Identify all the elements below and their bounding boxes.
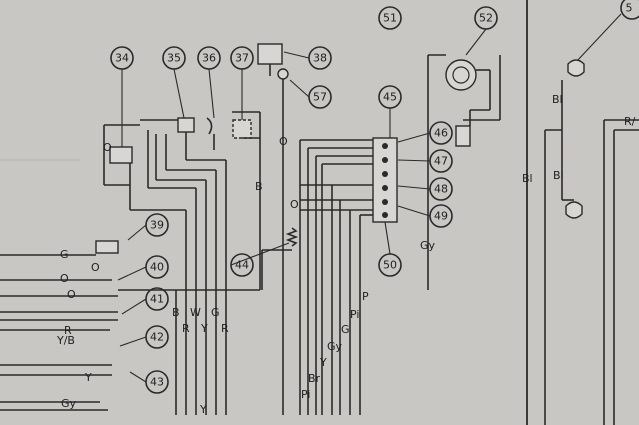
callout-57: 57 (308, 85, 332, 109)
svg-text:40: 40 (150, 261, 164, 274)
svg-text:36: 36 (202, 52, 216, 65)
callout-51: 51 (378, 6, 402, 30)
svg-text:49: 49 (434, 210, 448, 223)
label-o-57: O (279, 135, 288, 148)
label-g: G (341, 323, 350, 336)
callout-40: 40 (145, 255, 169, 279)
label-o-40b: O (67, 288, 76, 301)
callout-43: 43 (145, 370, 169, 394)
svg-text:48: 48 (434, 183, 448, 196)
label-r-41: R (64, 324, 72, 337)
label-g-39: G (60, 248, 69, 261)
label-g-col: G (211, 306, 220, 319)
label-pi: Pi (350, 308, 359, 321)
label-r-slash: R/ (624, 115, 636, 128)
svg-text:57: 57 (313, 91, 327, 104)
callout-49: 49 (429, 204, 453, 228)
label-bl-b: Bl (522, 172, 533, 185)
label-o-mid: O (290, 198, 299, 211)
label-gy-right: Gy (420, 239, 436, 252)
svg-text:39: 39 (150, 219, 164, 232)
callout-52: 52 (474, 6, 498, 30)
svg-text:42: 42 (150, 331, 164, 344)
label-b-37: B (255, 180, 263, 193)
callout-39: 39 (145, 213, 169, 237)
svg-text:45: 45 (383, 91, 397, 104)
svg-text:52: 52 (479, 12, 493, 25)
label-br: Br (308, 372, 321, 385)
component-39-connector (95, 240, 119, 254)
callout-48: 48 (429, 177, 453, 201)
label-y-42: Y (84, 371, 92, 384)
wire-network (0, 54, 639, 425)
label-gy-43: Gy (61, 397, 77, 410)
callout-34: 34 (110, 46, 134, 70)
component-52-gauge-inner (452, 66, 470, 84)
callout-38: 38 (308, 46, 332, 70)
label-y-bottom: Y (199, 403, 207, 416)
callout-37: 37 (230, 46, 254, 70)
svg-text:38: 38 (313, 52, 327, 65)
component-38-block (257, 43, 283, 65)
label-p: P (362, 290, 369, 303)
callout-36: 36 (197, 46, 221, 70)
label-y: Y (319, 356, 327, 369)
connector-pins (382, 143, 388, 218)
wire-labels: O B O O Bl Bl Bl R/ G O O O R Y/B Y Gy G… (56, 93, 636, 416)
callout-46: 46 (429, 121, 453, 145)
component-lamp-top (567, 59, 585, 77)
svg-text:5: 5 (626, 2, 633, 15)
component-36-contact (206, 117, 213, 135)
svg-text:47: 47 (434, 155, 448, 168)
label-pi2: Pi (301, 388, 310, 401)
component-lamp-bottom (565, 201, 583, 219)
svg-text:35: 35 (167, 52, 181, 65)
svg-text:46: 46 (434, 127, 448, 140)
label-o-39: O (91, 261, 100, 274)
callout-42: 42 (145, 325, 169, 349)
svg-text:41: 41 (150, 293, 164, 306)
callout-47: 47 (429, 149, 453, 173)
label-yb-42: Y/B (56, 334, 75, 347)
callout-45: 45 (378, 85, 402, 109)
callout-35: 35 (162, 46, 186, 70)
label-w-col: W (190, 306, 201, 319)
svg-text:50: 50 (383, 259, 397, 272)
svg-text:43: 43 (150, 376, 164, 389)
component-35-switch (177, 117, 195, 133)
component-34-relay (109, 146, 133, 164)
callout-44: 44 (230, 253, 254, 277)
svg-text:51: 51 (383, 12, 397, 25)
label-gy: Gy (327, 340, 343, 353)
callout-50: 50 (378, 253, 402, 277)
label-bl-c: Bl (553, 169, 564, 182)
component-57-lamp (277, 68, 289, 80)
label-o-34: O (103, 141, 112, 154)
svg-text:34: 34 (115, 52, 129, 65)
component-44-resistor (285, 227, 299, 247)
label-y-col: Y (200, 322, 208, 335)
svg-text:37: 37 (235, 52, 249, 65)
label-o-40a: O (60, 272, 69, 285)
label-r-col2: R (221, 322, 229, 335)
callout-5x: 5 (620, 0, 639, 20)
label-r-col: R (182, 322, 190, 335)
callout-41: 41 (145, 287, 169, 311)
component-52-sender (455, 125, 471, 147)
component-37-switch (232, 119, 252, 139)
component-52-gauge (445, 59, 477, 91)
label-b-col: B (172, 306, 180, 319)
label-bl-a: Bl (552, 93, 563, 106)
component-45-connector (372, 137, 398, 223)
